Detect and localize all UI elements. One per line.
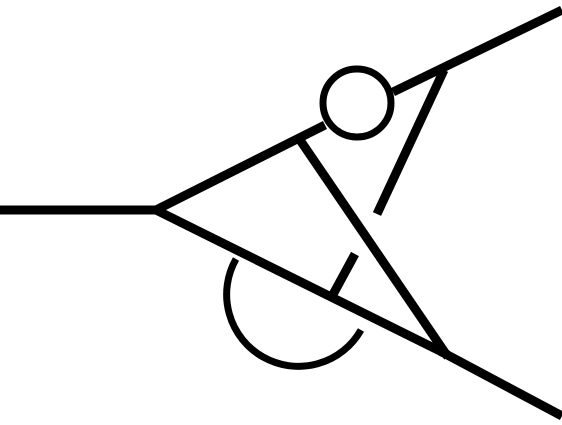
lower-right-lead [437,347,562,420]
dashed-segment-lower [326,251,359,303]
diagonal-crossbar [296,137,452,360]
dashed-segment-upper [372,68,449,216]
upper-arm [153,120,328,215]
top-circle [319,65,395,141]
upper-right-lead [391,5,562,97]
lower-semicircle [223,257,365,370]
lower-arm [153,205,451,360]
